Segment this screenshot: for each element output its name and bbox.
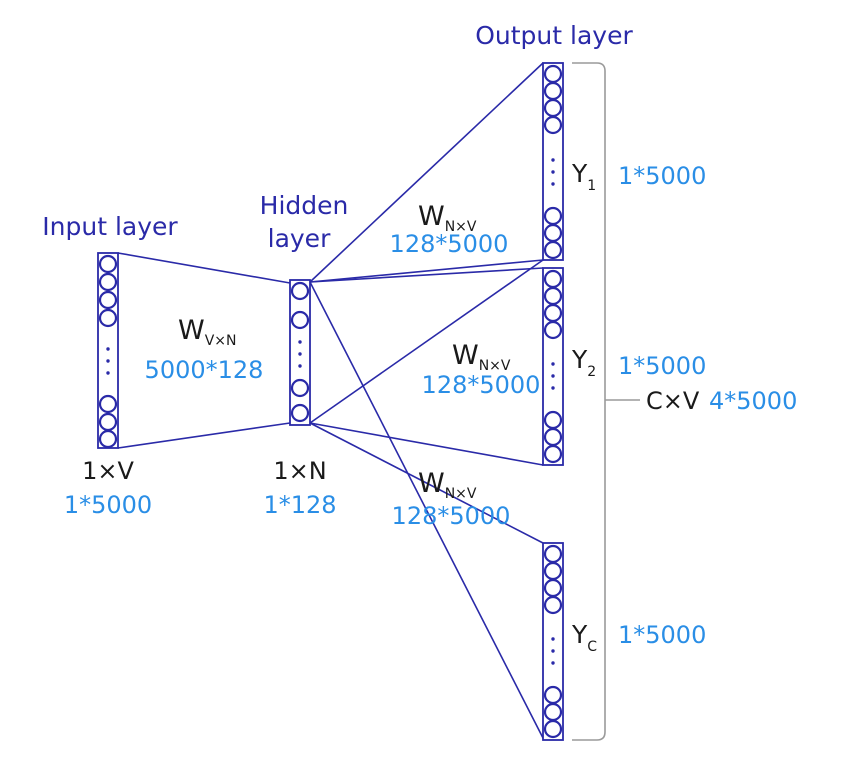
w-input-subscript: V×N xyxy=(205,333,237,349)
edge-hidden-y1-bottom-2 xyxy=(309,259,544,424)
edge-hidden-yc-bottom xyxy=(309,281,544,739)
connection-lines xyxy=(117,62,544,739)
input-layer-title: Input layer xyxy=(42,212,178,241)
w-output-3-subscript: N×V xyxy=(445,486,477,502)
edge-hidden-y1-bottom xyxy=(309,259,544,283)
input-layer-vector xyxy=(97,252,119,449)
input-dim: 1×V xyxy=(82,457,134,485)
total-size: 4*5000 xyxy=(709,387,797,415)
output-yc-subscript: C xyxy=(587,639,597,655)
edge-hidden-y2-top xyxy=(309,267,544,283)
w-output-2-label: WN×V xyxy=(452,340,511,374)
output-yc-size: 1*5000 xyxy=(618,621,706,649)
input-size: 1*5000 xyxy=(64,491,152,519)
total-dim: C×V xyxy=(646,387,700,415)
w-input-size: 5000*128 xyxy=(145,356,264,384)
hidden-layer-vector xyxy=(289,279,311,426)
edge-hidden-y2-bottom xyxy=(309,422,544,466)
hidden-dim: 1×N xyxy=(273,457,326,485)
w-output-3-label: WN×V xyxy=(418,468,477,502)
output-yc-symbol: Y xyxy=(571,620,588,649)
w-output-3-symbol: W xyxy=(418,468,445,499)
output-y2-label: Y2 xyxy=(571,345,596,380)
w-output-2-subscript: N×V xyxy=(479,358,511,374)
output-y2-subscript: 2 xyxy=(587,364,596,380)
output-vector-y2 xyxy=(542,267,564,466)
hidden-layer-title-line2: layer xyxy=(268,224,331,253)
hidden-layer-title-line1: Hidden xyxy=(260,191,349,220)
output-y1-label: Y1 xyxy=(571,159,596,194)
w-output-2-symbol: W xyxy=(452,340,479,371)
w-input-symbol: W xyxy=(178,315,205,346)
output-layer-title: Output layer xyxy=(475,21,633,50)
w-output-1-size: 128*5000 xyxy=(390,230,509,258)
hidden-size: 1*128 xyxy=(263,491,336,519)
output-y1-symbol: Y xyxy=(571,159,588,188)
w-output-1-label: WN×V xyxy=(418,201,477,235)
w-input-label: WV×N xyxy=(178,315,236,349)
output-vector-y1 xyxy=(542,62,564,261)
edge-input-bottom-hidden-bottom xyxy=(117,422,291,449)
w-output-1-subscript: N×V xyxy=(445,219,477,235)
output-y2-size: 1*5000 xyxy=(618,352,706,380)
output-y2-symbol: Y xyxy=(571,345,588,374)
output-brace xyxy=(572,62,640,741)
output-yc-label: YC xyxy=(571,620,597,655)
w-output-2-size: 128*5000 xyxy=(422,371,541,399)
output-y1-size: 1*5000 xyxy=(618,162,706,190)
edge-hidden-yc-top xyxy=(309,422,544,544)
edge-hidden-y1-top xyxy=(309,62,544,283)
w-output-3-size: 128*5000 xyxy=(392,502,511,530)
output-vector-yc xyxy=(542,542,564,741)
output-y1-subscript: 1 xyxy=(587,178,596,194)
edge-input-top-hidden-top xyxy=(117,252,291,284)
w-output-1-symbol: W xyxy=(418,201,445,232)
